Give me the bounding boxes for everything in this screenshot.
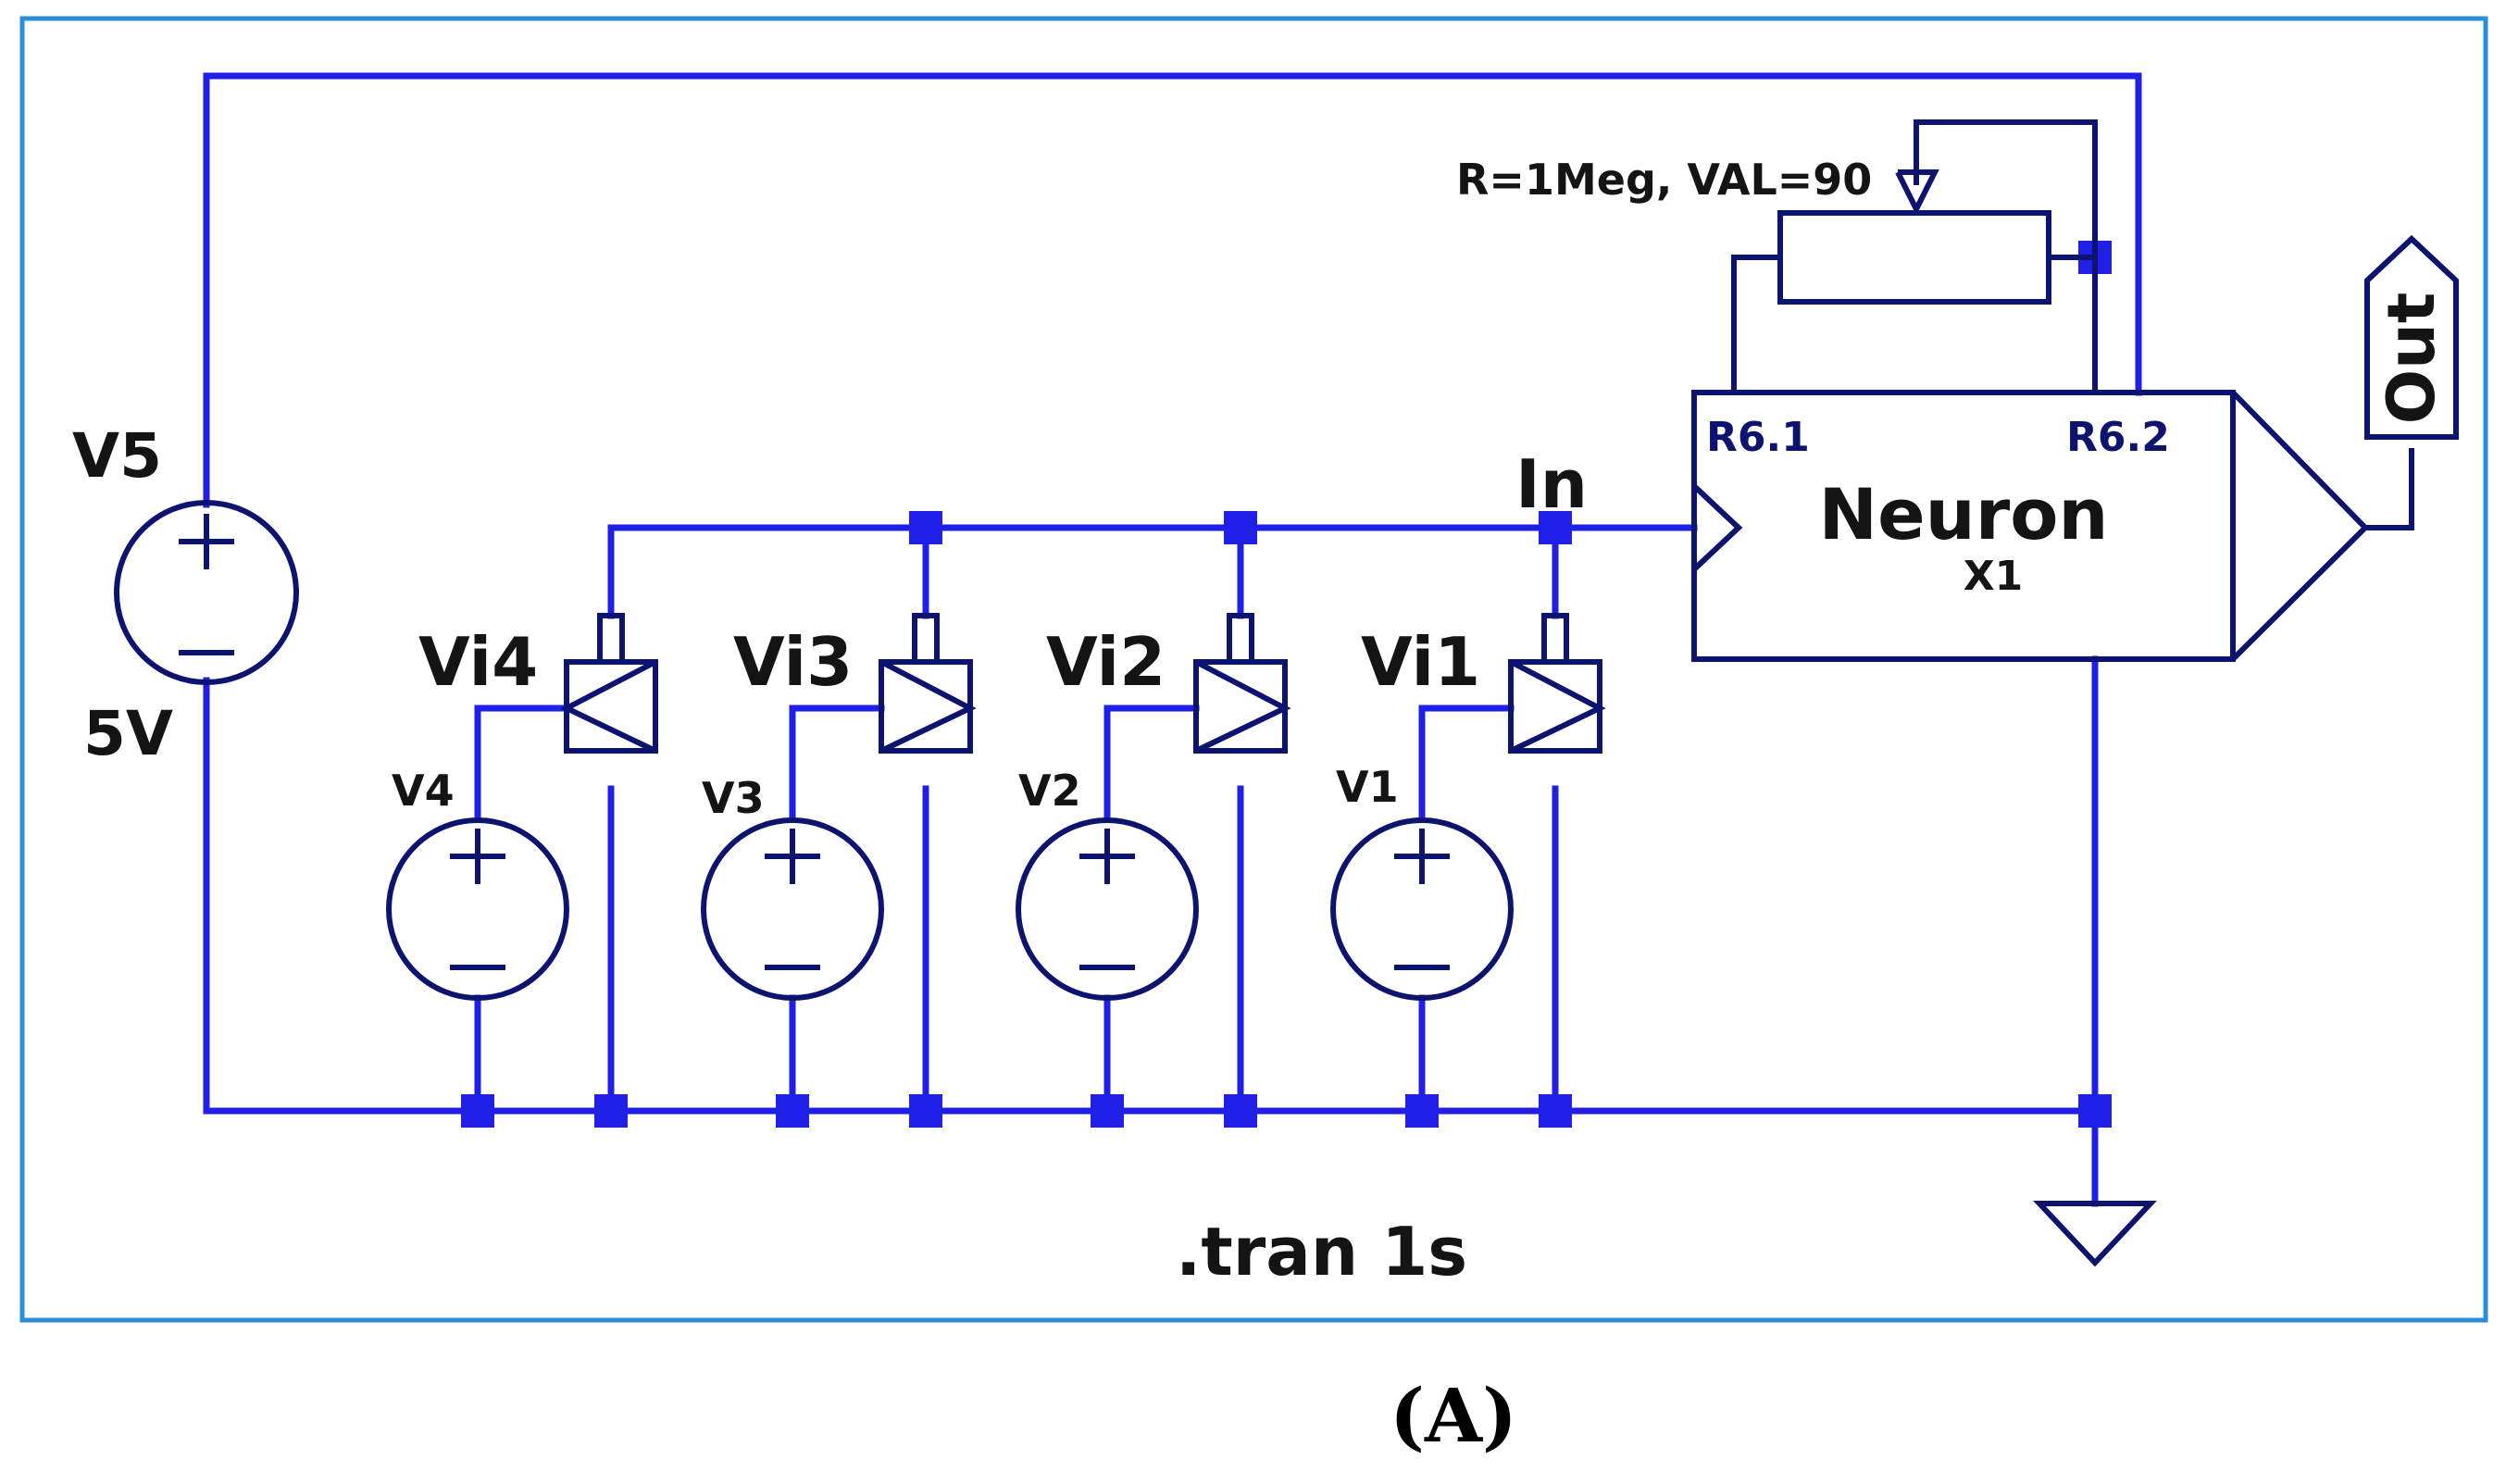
source-v4 [386,817,569,1001]
junction-bus-3 [1539,511,1572,544]
wire-supply-bottom [203,677,2099,1207]
junction-gnd-7 [1405,1094,1439,1128]
supply-name-label: V5 [72,420,162,492]
neuron-pin-right-label: R6.2 [2066,414,2170,461]
neuron-instance-label: X1 [1964,553,2024,600]
source-v1-label: V1 [1336,762,1399,812]
junction-gnd-6 [1224,1094,1257,1128]
wire-neuron-out [2365,448,2414,530]
wires [203,72,2142,1207]
potentiometer-body [1777,210,2051,305]
neuron-body [1691,390,2236,662]
switch-vi3-label: Vi3 [733,623,853,701]
switch-vi2-label: Vi2 [1046,623,1166,701]
potentiometer-left-lead [1731,255,1780,393]
ground-icon [2033,1201,2157,1267]
potentiometer-right-lead [2049,255,2098,393]
source-v1 [1330,817,1514,1001]
source-v3-label: V3 [702,773,765,823]
junction-gnd-4 [909,1094,942,1128]
switch-vi2 [1193,613,1291,754]
output-port-flag-icon [2364,234,2459,440]
junction-gnd-9 [2078,1094,2112,1128]
switch-vi3 [879,613,977,754]
potentiometer-label: R=1Meg, VAL=90 [1456,155,1872,205]
wiper-arrow-icon [1895,169,1939,216]
wire-v4-control [474,705,570,823]
wire-v1-control [1418,705,1515,823]
simulation-directive: .tran 1s [1176,1213,1467,1291]
potentiometer [1731,119,2098,393]
neuron-output-triangle [2230,390,2370,662]
source-v3 [701,817,884,1001]
supply-source-circle [114,500,299,685]
neuron-name-label: Neuron [1818,473,2108,555]
control-sources [386,817,1514,1001]
junction-gnd-2 [594,1094,628,1128]
switch-vi4 [560,613,658,754]
junction-gnd-8 [1539,1094,1572,1128]
potentiometer-wiper [1914,119,2098,257]
schematic-frame [19,16,2488,1323]
supply-value-label: 5V [83,698,173,769]
supply-source [114,500,299,685]
output-port [2364,234,2459,440]
switch-vi1 [1508,613,1606,754]
junction-gnd-3 [776,1094,809,1128]
wire-v3-control [789,705,885,823]
output-port-label: Out [2374,293,2450,425]
neuron-block [1691,390,2414,662]
junction-bus-1 [909,511,942,544]
wire-input-bus [607,524,1559,619]
net-in-label: In [1515,445,1588,523]
junction-gnd-1 [461,1094,494,1128]
junction-bus-2 [1224,511,1257,544]
figure-caption: (A) [1390,1372,1517,1459]
ground-symbol [2033,1201,2157,1267]
wire-supply-top [203,72,2142,508]
switches [560,613,1606,754]
neuron-pin-left-label: R6.1 [1706,414,1810,461]
source-v4-label: V4 [392,766,455,816]
switch-vi4-label: Vi4 [418,623,538,701]
neuron-clock-input-icon [1691,483,1743,572]
switch-vi1-label: Vi1 [1361,623,1480,701]
junction-gnd-5 [1091,1094,1124,1128]
source-v2-label: V2 [1018,766,1081,816]
wire-v2-control [1103,705,1200,823]
source-v2 [1016,817,1199,1001]
